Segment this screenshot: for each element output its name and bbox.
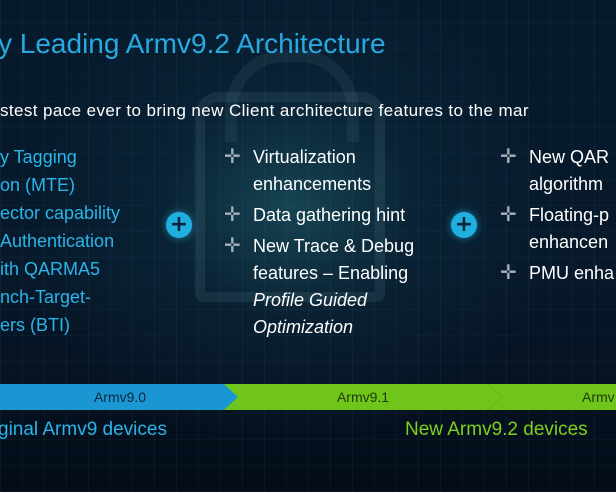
slide-title: y Leading Armv9.2 Architecture: [0, 28, 386, 59]
bullet-item: ✛ Data gathering hint: [224, 202, 464, 229]
armv90-feature-line: ith QARMA5: [0, 259, 101, 279]
cross-bullet-icon: ✛: [500, 260, 517, 284]
bullet-text-line: Floating-p: [529, 205, 610, 225]
footer-new-devices: New Armv9.2 devices: [405, 419, 588, 440]
timeline-armv92-label: Armv: [582, 389, 615, 405]
plus-circle-icon: +: [451, 212, 477, 238]
bullet-text-line: New QAR: [529, 147, 610, 167]
footer-original-devices: ginal Armv9 devices: [0, 419, 167, 440]
bullet-text-line: enhancements: [253, 174, 372, 194]
bullet-text-line: New Trace & Debug: [253, 236, 415, 256]
timeline-armv90-arrow: Armv9.0: [0, 384, 240, 410]
timeline-armv90-label: Armv9.0: [93, 389, 147, 405]
bullet-item: ✛ PMU enha: [500, 260, 616, 287]
bullet-text-line: Virtualization: [253, 147, 356, 167]
bullet-text-line: enhancen: [529, 232, 609, 252]
armv90-feature-line: nch-Target-: [0, 287, 92, 307]
armv90-feature-line: ers (BTI): [0, 315, 70, 335]
slide-subtitle: stest pace ever to bring new Client arch…: [0, 101, 529, 120]
timeline-armv91-label: Armv9.1: [336, 389, 390, 405]
cross-bullet-icon: ✛: [500, 202, 517, 226]
bullet-text-line: features – Enabling: [253, 263, 409, 283]
bullet-item: ✛ Floating-p enhancen: [500, 202, 616, 256]
armv90-feature-line: y Tagging: [0, 147, 77, 167]
armv91-feature-list: ✛ Virtualization enhancements ✛ Data gat…: [224, 144, 464, 345]
armv92-feature-list: ✛ New QAR algorithm ✛ Floating-p enhance…: [500, 144, 616, 291]
cross-bullet-icon: ✛: [224, 144, 241, 168]
bullet-item: ✛ New Trace & Debug features – Enabling …: [224, 233, 464, 341]
cross-bullet-icon: ✛: [224, 202, 241, 226]
bullet-text-line-italic: Profile Guided: [253, 290, 368, 310]
cross-bullet-icon: ✛: [224, 233, 241, 257]
bullet-text-line: PMU enha: [529, 263, 615, 283]
armv90-feature-list: y Tagging on (MTE) ector capability Auth…: [0, 144, 170, 338]
lock-body-decoration: [195, 92, 385, 302]
plus-circle-icon: +: [166, 212, 192, 238]
timeline-armv91-arrow: Armv9.1: [224, 384, 502, 410]
cross-bullet-icon: ✛: [500, 144, 517, 168]
timeline-armv92-arrow: Armv: [488, 384, 616, 410]
bullet-text-line: Data gathering hint: [253, 205, 406, 225]
bullet-text-line: algorithm: [529, 174, 604, 194]
bullet-item: ✛ Virtualization enhancements: [224, 144, 464, 198]
bullet-item: ✛ New QAR algorithm: [500, 144, 616, 198]
armv90-feature-line: on (MTE): [0, 175, 76, 195]
armv90-feature-line: ector capability: [0, 203, 121, 223]
bullet-text-line-italic: Optimization: [253, 317, 354, 337]
armv90-feature-line: Authentication: [0, 231, 115, 251]
